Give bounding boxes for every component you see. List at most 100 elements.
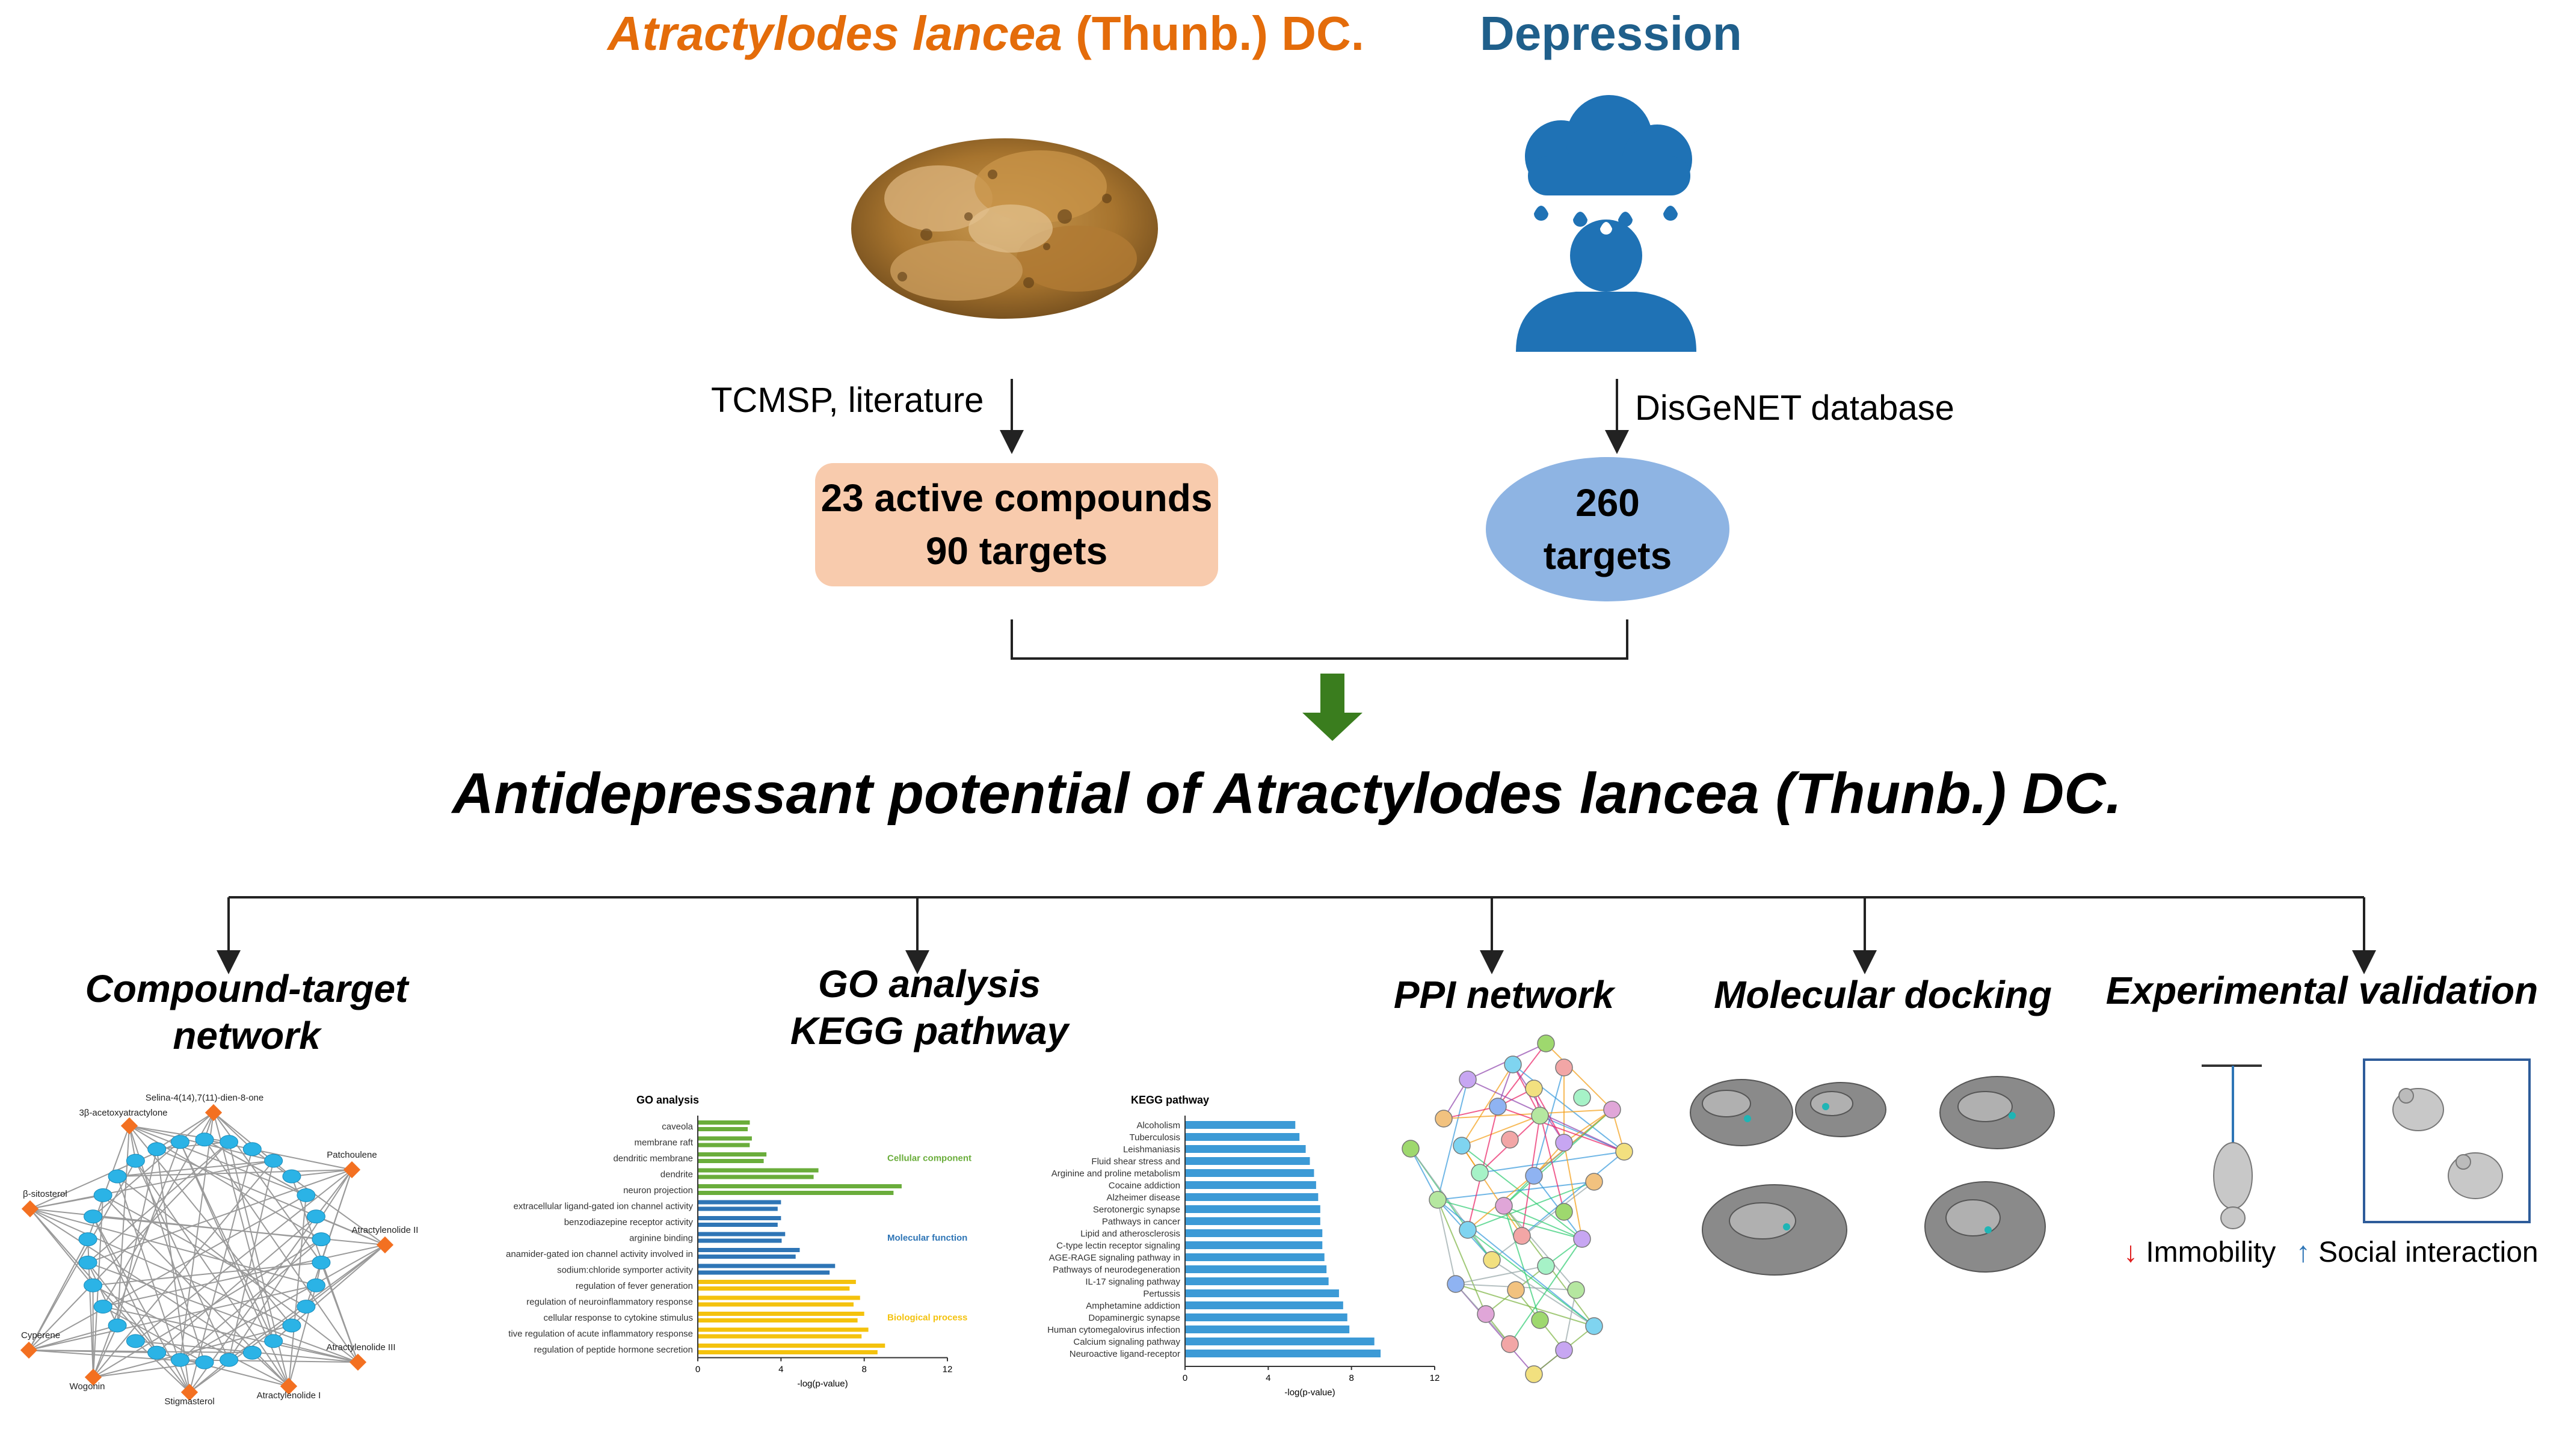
network-edge — [29, 1208, 316, 1286]
target-node — [195, 1355, 214, 1369]
kegg-tick-label: Pertussis — [1143, 1289, 1180, 1299]
target-node — [297, 1188, 316, 1202]
go-bar — [698, 1327, 869, 1332]
ppi-node — [1501, 1335, 1519, 1353]
compound-node — [21, 1200, 39, 1218]
ppi-node — [1567, 1281, 1585, 1299]
kegg-tick-label: Tuberculosis — [1130, 1132, 1180, 1143]
network-edge — [93, 1262, 322, 1286]
compound-node — [376, 1236, 394, 1254]
go-bar — [698, 1143, 750, 1147]
ppi-edge — [1509, 1238, 1583, 1345]
compound-node — [343, 1161, 361, 1179]
network-edge — [28, 1285, 316, 1351]
target-node — [306, 1209, 325, 1224]
disease-targets-number: 260 — [1575, 481, 1640, 524]
go-tick-label: regulation of fever generation — [576, 1281, 693, 1291]
go-bar — [698, 1270, 830, 1275]
network-edge — [320, 1262, 359, 1363]
kegg-bar — [1185, 1350, 1381, 1357]
compound-label: Atractylenolide III — [326, 1342, 395, 1353]
kegg-tick-label: Pathways of neurodegeneration — [1053, 1265, 1180, 1275]
target-node — [242, 1142, 262, 1157]
network-edge — [135, 1341, 190, 1393]
network-edge — [291, 1169, 353, 1178]
kegg-bar — [1185, 1133, 1300, 1141]
kegg-bar — [1185, 1157, 1310, 1165]
ppi-edge — [1461, 1145, 1583, 1239]
kegg-x-axis-label: -log(p-value) — [1284, 1387, 1335, 1398]
network-edge — [102, 1306, 205, 1363]
kegg-bar — [1185, 1289, 1339, 1297]
go-bar — [698, 1248, 800, 1252]
go-group-label: Molecular function — [887, 1233, 967, 1243]
main-title: Antidepressant potential of Atractylodes… — [452, 761, 2122, 826]
section-go-title: GO analysis — [818, 962, 1041, 1006]
network-edge — [28, 1324, 118, 1351]
kegg-tick-label: Alcoholism — [1136, 1120, 1180, 1131]
target-node — [78, 1255, 97, 1270]
ppi-edge — [1503, 1205, 1541, 1321]
ppi-edge — [1491, 1181, 1595, 1261]
kegg-tick-label: Neuroactive ligand-receptor — [1070, 1349, 1180, 1359]
kegg-bar — [1185, 1193, 1319, 1201]
kegg-tick-label: Dopaminergic synapse — [1088, 1313, 1180, 1323]
ppi-edge — [1437, 1199, 1595, 1327]
ppi-node — [1537, 1257, 1555, 1275]
network-edge — [102, 1244, 386, 1307]
network-edge — [213, 1112, 274, 1342]
network-edge — [228, 1160, 274, 1360]
kegg-tick-label: Arginine and proline metabolism — [1051, 1169, 1180, 1179]
compound-node — [84, 1368, 102, 1386]
network-edge — [129, 1125, 307, 1196]
go-tick-label: caveola — [662, 1122, 693, 1132]
go-group-label: Cellular component — [887, 1153, 971, 1163]
go-bar — [698, 1264, 836, 1268]
kegg-tick-label: Human cytomegalovirus infection — [1047, 1325, 1180, 1335]
go-tick-label: arginine binding — [629, 1233, 693, 1244]
ppi-node — [1555, 1058, 1573, 1077]
ppi-edge — [1443, 1106, 1498, 1119]
go-bar — [698, 1184, 902, 1188]
section-compound-target: Compound-target network — [85, 967, 408, 1057]
go-bar — [698, 1334, 862, 1339]
target-node — [220, 1353, 239, 1367]
go-x-tick-label: 4 — [778, 1365, 783, 1375]
network-edge — [93, 1362, 205, 1378]
target-node — [220, 1135, 239, 1149]
go-tick-label: benzodiazepine receptor activity — [564, 1217, 694, 1227]
kegg-tick-label: C-type lectin receptor signaling — [1056, 1241, 1180, 1251]
go-tick-label: membrane raft — [634, 1138, 693, 1148]
docking-structure-1 — [1690, 1079, 1793, 1146]
ppi-node — [1585, 1317, 1603, 1335]
source-right-label: DisGeNET database — [1635, 389, 1954, 428]
go-x-axis-label: -log(p-value) — [797, 1379, 848, 1389]
ppi-node — [1513, 1227, 1531, 1245]
ppi-node — [1525, 1365, 1543, 1383]
kegg-tick-label: Leishmaniasis — [1123, 1144, 1180, 1155]
ppi-node — [1525, 1167, 1543, 1185]
ppi-node — [1429, 1191, 1447, 1209]
go-tick-label: anamider-gated ion channel activity invo… — [506, 1249, 693, 1259]
ppi-edge — [1563, 1142, 1583, 1239]
kegg-bar — [1185, 1217, 1320, 1225]
network-edge — [179, 1238, 322, 1360]
network-edge — [315, 1169, 353, 1217]
section-docking: Molecular docking — [1714, 973, 2052, 1016]
ppi-edge — [1437, 1199, 1456, 1285]
compound-label: Wogonin — [70, 1381, 105, 1392]
ppi-node — [1471, 1164, 1489, 1182]
depression-icon — [1516, 95, 1696, 352]
ppi-node — [1402, 1140, 1420, 1158]
go-tick-label: dendrite — [660, 1170, 693, 1180]
go-bar — [698, 1286, 850, 1291]
target-node — [108, 1318, 127, 1333]
ppi-edge — [1533, 1067, 1565, 1176]
ppi-node — [1504, 1055, 1522, 1074]
kegg-bar — [1185, 1253, 1325, 1261]
ppi-node — [1531, 1107, 1549, 1125]
network-edge — [179, 1141, 289, 1387]
ppi-edge — [1491, 1259, 1595, 1327]
ppi-node — [1537, 1034, 1555, 1052]
compounds-count: 23 active compounds — [821, 476, 1213, 520]
